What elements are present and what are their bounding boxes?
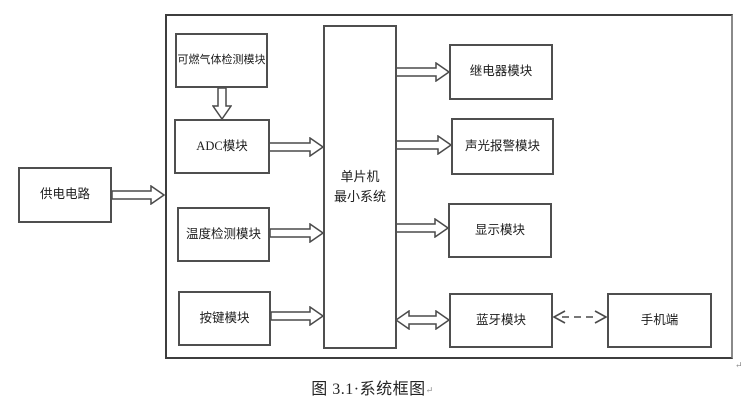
- node-key-module: 按键模块: [178, 291, 271, 346]
- node-label-line1: 单片机: [340, 169, 380, 184]
- node-label: 声光报警模块: [464, 138, 540, 153]
- arrow-adc-to-mcu-icon: [268, 137, 324, 157]
- node-label: 显示模块: [474, 222, 525, 237]
- node-gas-detection-module: 可燃气体检测模块: [175, 33, 268, 88]
- arrow-keys-to-mcu-icon: [271, 306, 324, 326]
- arrow-mcu-to-display-icon: [396, 218, 449, 238]
- arrow-gas-to-adc-icon: [212, 88, 232, 120]
- arrow-bluetooth-phone-dashed-icon: [552, 308, 608, 326]
- arrow-power-to-frame-icon: [112, 185, 165, 205]
- node-label: 继电器模块: [469, 64, 533, 79]
- node-bluetooth-module: 蓝牙模块: [449, 293, 553, 348]
- node-label: 供电电路: [39, 187, 90, 202]
- node-adc-module: ADC模块: [174, 119, 270, 174]
- node-label: 按键模块: [199, 310, 250, 325]
- figure-caption: 图 3.1·系统框图↵: [0, 375, 745, 401]
- node-power-circuit: 供电电路: [18, 167, 112, 223]
- paragraph-mark: ↵: [735, 360, 743, 370]
- node-phone-terminal: 手机端: [607, 293, 712, 348]
- node-sound-light-alarm-module: 声光报警模块: [451, 118, 554, 175]
- node-label: ADC模块: [196, 138, 248, 153]
- arrow-temp-to-mcu-icon: [270, 223, 324, 243]
- node-label: 温度检测模块: [185, 226, 261, 241]
- node-label: 手机端: [640, 312, 679, 327]
- arrow-mcu-to-alarm-icon: [396, 135, 452, 155]
- node-relay-module: 继电器模块: [449, 44, 553, 100]
- node-label: 蓝牙模块: [475, 312, 526, 327]
- node-display-module: 显示模块: [448, 203, 552, 258]
- node-label-line2: 最小系统: [333, 189, 386, 204]
- node-temperature-module: 温度检测模块: [177, 207, 270, 262]
- node-label: 可燃气体检测模块: [177, 53, 266, 66]
- figure-caption-text: 图 3.1·系统框图: [311, 381, 426, 398]
- paragraph-mark: ↵: [425, 385, 434, 395]
- arrow-mcu-bluetooth-bidirectional-icon: [396, 310, 450, 330]
- arrow-mcu-to-relay-icon: [396, 62, 450, 82]
- node-mcu-minimal-system: 单片机 最小系统: [323, 25, 397, 349]
